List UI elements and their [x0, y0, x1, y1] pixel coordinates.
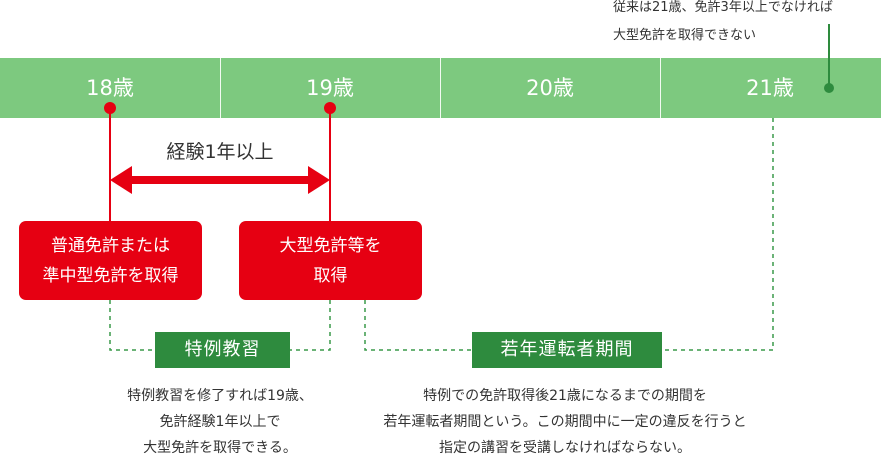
- age-19: 19歳: [306, 76, 354, 100]
- desc-right-line: 特例での免許取得後21歳になるまでの期間を: [423, 388, 707, 404]
- timeline-divider: [660, 58, 661, 118]
- license-box-left-line2: 準中型免許を取得: [42, 265, 179, 286]
- top-note: 従来は21歳、免許3年以上でなければ 大型免許を取得できない: [613, 0, 873, 50]
- age-18: 18歳: [86, 76, 134, 100]
- desc-left-line: 免許経験1年以上で: [159, 414, 281, 430]
- timeline-divider: [220, 58, 221, 118]
- desc-left-line: 特例教習を修了すれば19歳、: [127, 388, 313, 404]
- wakatoshi-label: 若年運転者期間: [472, 332, 662, 368]
- license-box-left: 普通免許または 準中型免許を取得: [19, 221, 202, 300]
- license-box-right-line2: 取得: [313, 265, 348, 286]
- timeline-bar: 18歳 19歳 20歳 21歳: [0, 58, 881, 118]
- top-note-line2: 大型免許を取得できない: [613, 28, 757, 43]
- age-20: 20歳: [526, 76, 574, 100]
- experience-arrow: [110, 166, 330, 194]
- tokurei-dashes: [109, 300, 331, 351]
- age19-red-dot: [324, 102, 336, 114]
- note-pointer-dot: [824, 83, 834, 93]
- age18-red-dot: [104, 102, 116, 114]
- experience-label: 経験1年以上: [166, 141, 274, 163]
- top-note-line1: 従来は21歳、免許3年以上でなければ: [613, 0, 833, 15]
- wakatoshi-dashes: [364, 118, 774, 351]
- timeline-divider: [440, 58, 441, 118]
- license-box-left-line1: 普通免許または: [51, 235, 170, 256]
- license-box-right-line1: 大型免許等を: [279, 235, 382, 256]
- desc-right-line: 指定の講習を受講しなければならない。: [439, 440, 691, 456]
- license-box-right: 大型免許等を 取得: [239, 221, 422, 300]
- age-21: 21歳: [746, 76, 794, 100]
- desc-left: 特例教習を修了すれば19歳、 免許経験1年以上で 大型免許を取得できる。: [90, 383, 350, 461]
- desc-right: 特例での免許取得後21歳になるまでの期間を 若年運転者期間という。この期間中に一…: [355, 383, 775, 461]
- desc-left-line: 大型免許を取得できる。: [143, 440, 297, 456]
- tokurei-label: 特例教習: [155, 332, 290, 368]
- desc-right-line: 若年運転者期間という。この期間中に一定の違反を行うと: [383, 414, 747, 430]
